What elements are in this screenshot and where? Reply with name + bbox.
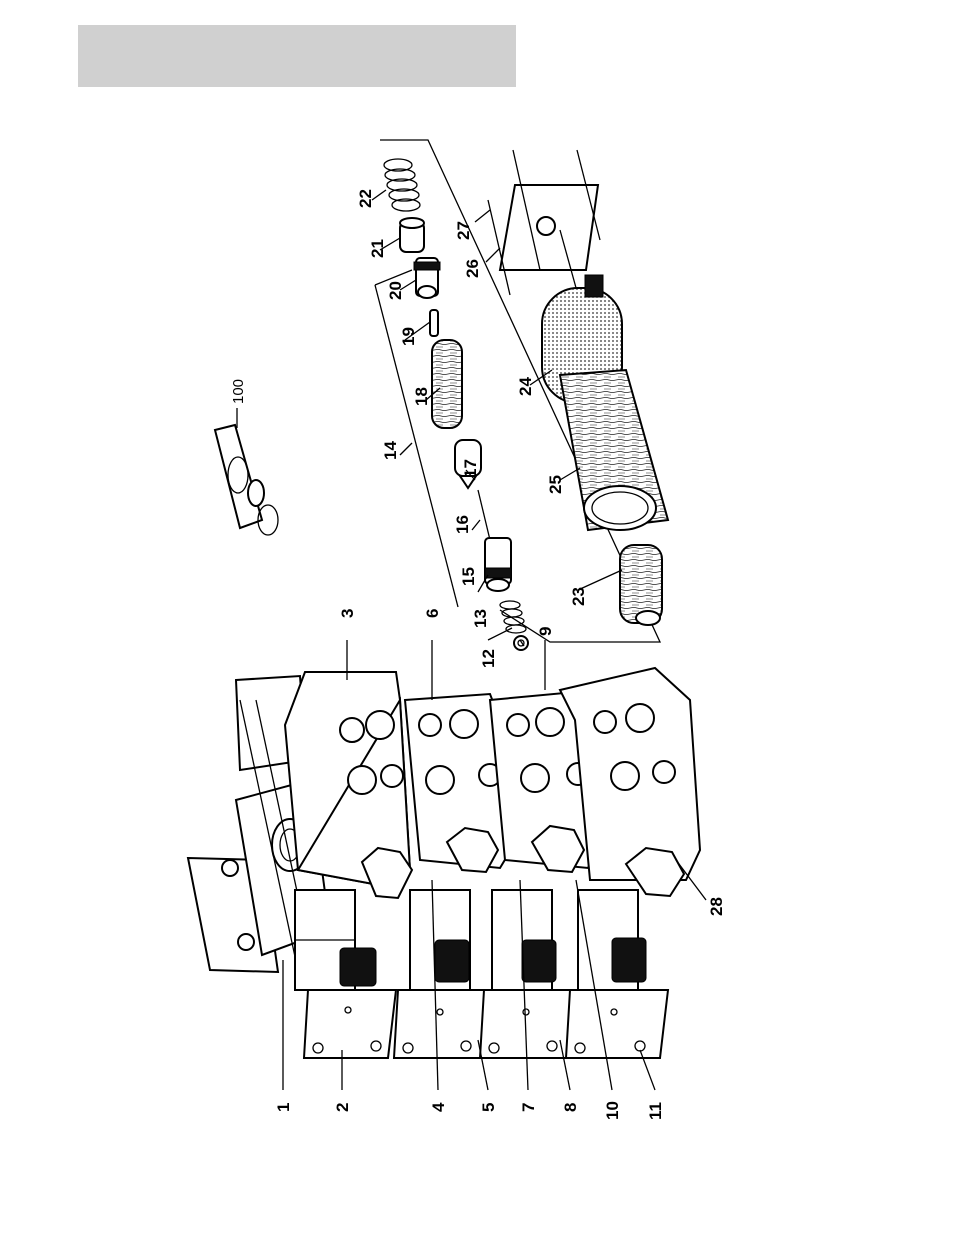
callout-7: 7 [519,1103,538,1112]
callout-11: 11 [646,1102,665,1120]
callout-4: 4 [429,1102,448,1112]
callout-5: 5 [479,1103,498,1112]
callout-6: 6 [423,609,442,618]
sleeve-18 [432,340,462,428]
callout-16: 16 [453,515,472,534]
washer-12 [514,636,528,650]
bracket-26-27 [488,150,600,295]
callout-26: 26 [463,259,482,278]
callout-9: 9 [536,627,555,636]
callout-24: 24 [516,377,535,396]
callout-22: 22 [356,189,375,208]
callout-14: 14 [381,441,400,460]
callout-17: 17 [461,459,480,478]
seal-kit-100 [215,425,278,535]
seat-15 [485,538,511,591]
pin-19 [430,310,438,336]
callout-1: 1 [274,1103,293,1112]
callout-23: 23 [569,587,588,606]
valve-section-3 [285,672,412,1058]
callout-25: 25 [546,475,565,494]
callout-20: 20 [386,281,405,300]
cap-21 [400,218,424,252]
callout-15: 15 [459,567,478,586]
callout-27: 27 [454,221,473,240]
callout-2: 2 [333,1103,352,1112]
core-23 [620,545,662,625]
callout-21: 21 [368,239,387,258]
callout-12: 12 [479,649,498,668]
rod-16 [478,490,490,540]
spring-22 [384,159,420,211]
callout-13: 13 [471,609,490,628]
callout-100: 100 [230,379,247,404]
spring-13 [500,601,526,633]
adjuster-20 [414,258,440,298]
callout-19: 19 [399,327,418,346]
tube-25 [560,370,668,530]
callout-8: 8 [561,1103,580,1112]
callout-28: 28 [707,897,726,916]
callout-18: 18 [412,387,431,406]
callout-3: 3 [338,609,357,618]
callout-10: 10 [603,1101,622,1120]
